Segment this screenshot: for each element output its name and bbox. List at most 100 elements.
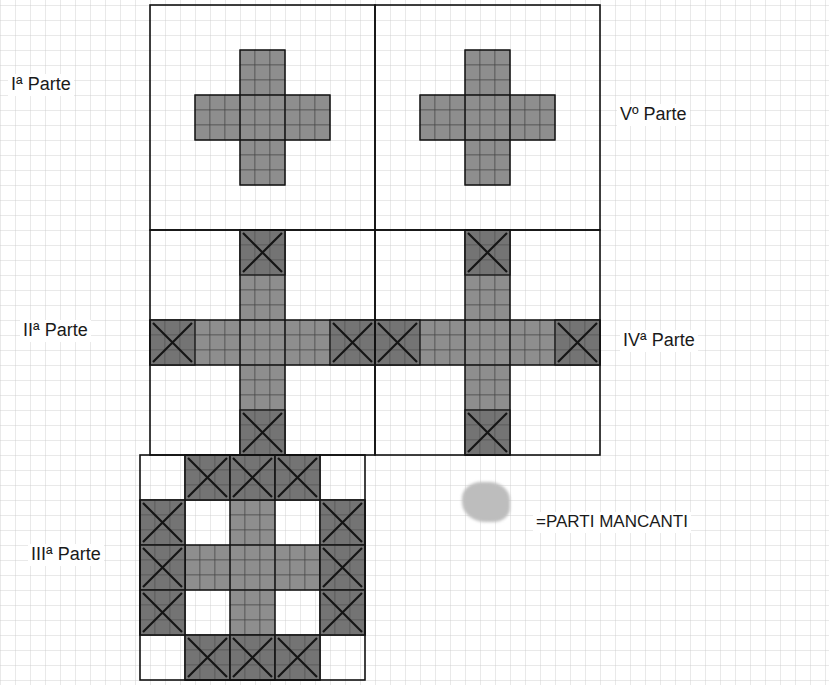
shaded-cell [300, 110, 315, 125]
missing-block [185, 455, 230, 500]
shaded-cell [210, 110, 225, 125]
shaded-cell [465, 170, 480, 185]
shaded-cell [315, 95, 330, 110]
shape-outline [230, 455, 275, 680]
shaded-cell [300, 95, 315, 110]
shaded-cell [450, 110, 465, 125]
shaded-cell [480, 95, 495, 110]
shaded-cell [255, 155, 270, 170]
shaded-cell [315, 110, 330, 125]
shaded-cell [480, 50, 495, 65]
shaded-cell [270, 320, 285, 335]
shaded-cell [270, 395, 285, 410]
shaded-cell [420, 95, 435, 110]
shaded-cell [240, 365, 255, 380]
shaded-cell [525, 110, 540, 125]
shaded-cell [465, 95, 480, 110]
shaded-cell [270, 95, 285, 110]
shaded-cell [225, 95, 240, 110]
shaded-cell [285, 350, 300, 365]
cross-mark [468, 233, 507, 272]
part-label: Vº Parte [617, 104, 690, 126]
shaded-cell [435, 110, 450, 125]
shaded-cell [245, 620, 260, 635]
shaded-cell [420, 350, 435, 365]
shaded-cell [255, 395, 270, 410]
shaded-cell [260, 530, 275, 545]
shaded-cell [480, 125, 495, 140]
cross-mark [278, 638, 317, 677]
shaded-cell [260, 545, 275, 560]
shaded-cell [255, 380, 270, 395]
missing-block [240, 230, 285, 275]
shape-outline [420, 95, 555, 140]
shaded-cell [255, 275, 270, 290]
shaded-cell [255, 170, 270, 185]
shaded-cell [255, 320, 270, 335]
cross-mark [378, 323, 417, 362]
shaded-cell [495, 80, 510, 95]
missing-block [140, 500, 185, 545]
missing-block [465, 230, 510, 275]
shaded-cell [195, 350, 210, 365]
shaded-cell [420, 320, 435, 335]
shaded-cell [465, 365, 480, 380]
shaded-cell [255, 125, 270, 140]
shaded-cell [240, 335, 255, 350]
shaded-cell [230, 620, 245, 635]
shaded-cell [200, 575, 215, 590]
shape-outline [465, 50, 510, 185]
shaded-cell [270, 65, 285, 80]
shaded-cell [495, 155, 510, 170]
shaded-cell [540, 350, 555, 365]
shaded-cell [195, 110, 210, 125]
shaded-cell [230, 605, 245, 620]
missing-block [240, 410, 285, 455]
shaded-cell [510, 125, 525, 140]
shaded-cell [245, 500, 260, 515]
shaded-cell [300, 335, 315, 350]
shaded-cell [300, 320, 315, 335]
part-label: IIª Parte [20, 320, 91, 342]
cross-mark [233, 638, 272, 677]
shaded-cell [270, 80, 285, 95]
shaded-cell [480, 305, 495, 320]
shaded-cell [540, 95, 555, 110]
shaded-cell [480, 335, 495, 350]
shaded-cell [240, 305, 255, 320]
shaded-cell [255, 350, 270, 365]
shaded-cell [450, 350, 465, 365]
shaded-cell [315, 320, 330, 335]
shaded-cell [450, 125, 465, 140]
shaded-cell [195, 335, 210, 350]
shaded-cell [435, 95, 450, 110]
missing-block [375, 320, 420, 365]
missing-block [140, 545, 185, 590]
shaded-cell [270, 170, 285, 185]
shaded-cell [465, 65, 480, 80]
missing-block [230, 455, 275, 500]
shape-outline [185, 455, 320, 500]
shaded-cell [525, 335, 540, 350]
shaded-cell [480, 380, 495, 395]
shaded-cell [275, 560, 290, 575]
cross-mark [323, 503, 362, 542]
shaded-cell [285, 95, 300, 110]
part-frame [140, 455, 365, 680]
shaded-cell [230, 500, 245, 515]
shaded-cell [465, 80, 480, 95]
shaded-cell [480, 320, 495, 335]
shaded-cell [275, 575, 290, 590]
cross-mark [233, 458, 272, 497]
shaded-cell [210, 335, 225, 350]
shaded-cell [270, 50, 285, 65]
shaded-cell [420, 125, 435, 140]
shaded-cell [270, 335, 285, 350]
shaded-cell [480, 110, 495, 125]
shape-outline [240, 50, 285, 185]
cross-mark [278, 458, 317, 497]
legend-swatch [462, 482, 510, 522]
shaded-cell [245, 515, 260, 530]
shaded-cell [185, 545, 200, 560]
